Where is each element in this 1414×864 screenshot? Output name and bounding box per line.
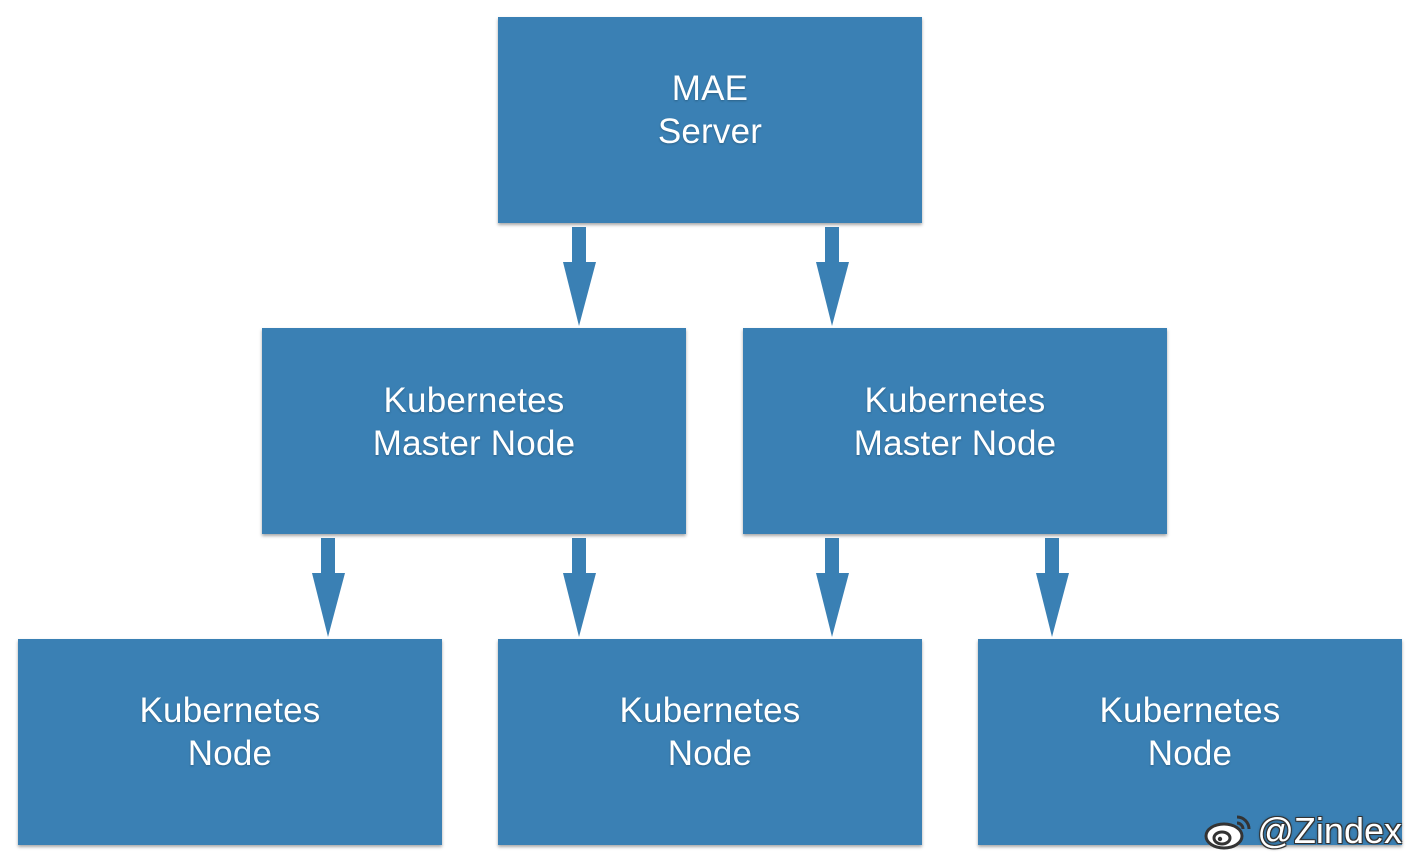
node-left-label-line1: Kubernetes: [139, 691, 321, 730]
node-left-box: Kubernetes Node: [18, 639, 442, 845]
arrow-master-left-to-node-middle: [563, 538, 596, 637]
node-middle-label-line2: Node: [667, 734, 753, 773]
arrow-mae-to-master-left: [563, 227, 596, 326]
master-node-right-label-line2: Master Node: [853, 424, 1057, 463]
node-middle-box: Kubernetes Node: [498, 639, 922, 845]
arrow-master-right-to-node-middle: [816, 538, 849, 637]
master-node-left-box: Kubernetes Master Node: [262, 328, 686, 534]
arrow-master-right-to-node-right: [1036, 538, 1069, 637]
node-right-label-line2: Node: [1147, 734, 1233, 773]
node-middle-label-line1: Kubernetes: [619, 691, 801, 730]
mae-server-label-line1: MAE: [671, 69, 749, 108]
watermark: @Zindex: [1203, 810, 1402, 852]
node-right-box: Kubernetes Node: [978, 639, 1402, 845]
node-left-label-line2: Node: [187, 734, 273, 773]
weibo-icon: [1204, 815, 1251, 850]
master-node-right-box: Kubernetes Master Node: [743, 328, 1167, 534]
mae-server-label-line2: Server: [657, 112, 763, 151]
master-node-left-label-line2: Master Node: [372, 424, 576, 463]
mae-server-box: MAE Server: [498, 17, 922, 223]
arrow-mae-to-master-right: [816, 227, 849, 326]
master-node-right-label-line1: Kubernetes: [864, 381, 1046, 420]
master-node-left-label-line1: Kubernetes: [383, 381, 565, 420]
node-right-label-line1: Kubernetes: [1099, 691, 1281, 730]
watermark-text: @Zindex: [1257, 810, 1402, 851]
arrow-master-left-to-node-left: [312, 538, 345, 637]
